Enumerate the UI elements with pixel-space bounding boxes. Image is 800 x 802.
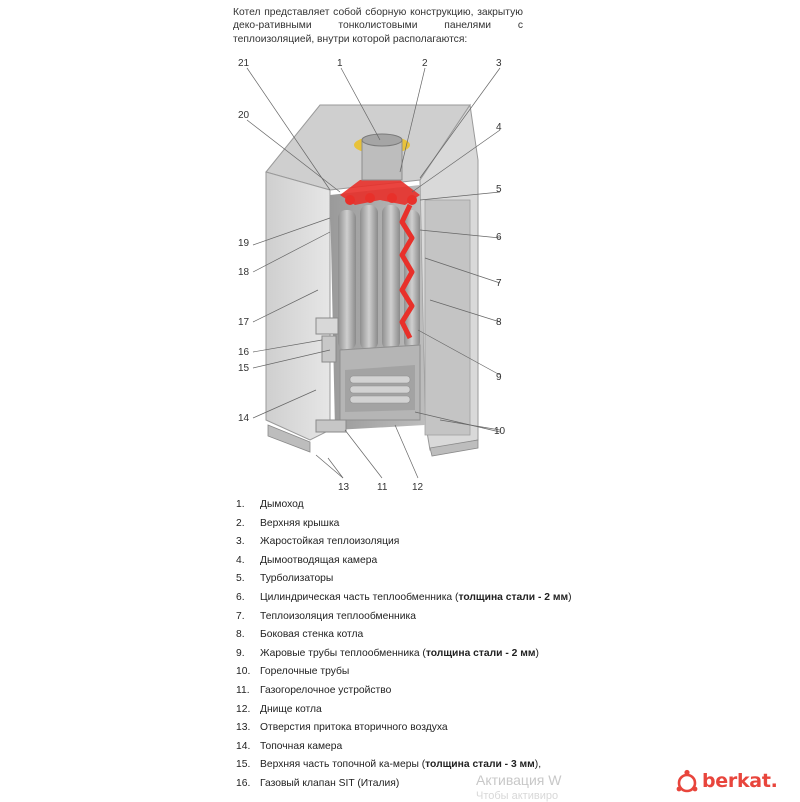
legend-item: 9. Жаровые трубы теплообменника (толщина …: [236, 645, 636, 664]
callout-7: 7: [496, 278, 502, 289]
heat-exchanger-tubes: [338, 205, 420, 350]
legend-number: 9.: [236, 647, 245, 659]
legend-item: 10. Горелочные трубы: [236, 663, 636, 682]
brand-logo: berkat.: [676, 766, 778, 796]
legend-item: 4. Дымоотводящая камера: [236, 552, 636, 571]
callout-17: 17: [238, 317, 250, 328]
legend-number: 10.: [236, 666, 251, 678]
exchanger-tube: [382, 205, 400, 350]
legend-number: 2.: [236, 517, 245, 529]
leader-lines: [246, 67, 501, 479]
legend-number: 8.: [236, 629, 245, 641]
legend-text: Горелочные трубы: [260, 666, 350, 678]
legend-text: Топочная камера: [260, 740, 343, 752]
boiler-diagram: 21 1 2 3 20 4 5 19 6 18 7 17 8 16 15 9 1…: [238, 58, 506, 493]
callout-3: 3: [496, 58, 502, 69]
exchanger-tube: [360, 205, 378, 350]
gas-valve: [315, 317, 347, 433]
legend-number: 12.: [236, 703, 251, 715]
legend-item: 14. Топочная камера: [236, 738, 636, 757]
legend-text: Цилиндрическая часть теплообменника (: [260, 591, 459, 603]
callout-8: 8: [496, 317, 502, 328]
callout-9: 9: [496, 372, 502, 383]
activation-watermark: Активация W: [476, 772, 562, 788]
legend-text: Боковая стенка котла: [260, 629, 364, 641]
legend-text: Жаровые трубы теплообменника (: [260, 647, 426, 659]
legend-text: Отверстия притока вторичного воздуха: [260, 722, 448, 734]
legend-number: 5.: [236, 573, 245, 585]
legend-number: 3.: [236, 536, 245, 548]
left-side-panel: [265, 171, 331, 441]
callout-16: 16: [238, 347, 250, 358]
legend-text: Верхняя крышка: [260, 517, 340, 529]
legend-suffix: ): [568, 591, 572, 603]
parts-legend: 1. Дымоход 2. Верхняя крышка 3. Жаростойкая т…: [236, 496, 636, 794]
legend-item: 16. Газовый клапан SIT (Италия): [236, 775, 636, 794]
callout-15: 15: [238, 363, 250, 374]
callout-4: 4: [496, 122, 502, 133]
legend-text: Верхняя часть топочной ка-меры (: [260, 759, 426, 771]
legend-suffix: ),: [534, 759, 542, 771]
legend-item: 5. Турболизаторы: [236, 570, 636, 589]
legend-text: Жаростойкая теплоизоляция: [260, 536, 400, 548]
right-side-panel: [419, 103, 479, 451]
callout-labels: 21 1 2 3 20 4 5 19 6 18 7 17 8 16 15 9 1…: [238, 58, 506, 493]
legend-item: 3. Жаростойкая теплоизоляция: [236, 533, 636, 552]
legend-item: 1. Дымоход: [236, 496, 636, 515]
legend-text: Газовый клапан SIT (Италия): [260, 777, 400, 789]
legend-item: 2. Верхняя крышка: [236, 515, 636, 534]
callout-11: 11: [377, 482, 388, 493]
legend-number: 16.: [236, 777, 251, 789]
legend-item: 11. Газогорелочное устройство: [236, 682, 636, 701]
callout-13: 13: [338, 482, 350, 493]
legend-bold-note: толщина стали - 2 мм: [458, 591, 569, 603]
flue-collector: [340, 178, 420, 205]
berkat-logo-icon: [676, 769, 698, 793]
turbulator-zigzag: [399, 203, 415, 340]
legend-number: 4.: [236, 554, 245, 566]
legend-text: Днище котла: [260, 703, 322, 715]
boiler-base: [267, 424, 479, 457]
legend-number: 13.: [236, 722, 251, 734]
callout-19: 19: [238, 238, 250, 249]
burner-tubes: [349, 375, 411, 404]
callout-21: 21: [238, 58, 250, 69]
legend-number: 15.: [236, 759, 251, 771]
legend-number: 11.: [236, 684, 250, 696]
legend-bold-note: толщина стали - 3 мм: [425, 759, 535, 771]
legend-number: 1.: [236, 499, 245, 510]
callout-10: 10: [494, 426, 506, 437]
legend-item: 13. Отверстия притока вторичного воздуха: [236, 719, 636, 738]
legend-bold-note: толщина стали - 2 мм: [425, 647, 536, 659]
legend-number: 7.: [236, 610, 245, 622]
callout-1: 1: [337, 58, 343, 69]
callout-12: 12: [412, 482, 424, 493]
callout-2: 2: [422, 58, 428, 69]
legend-text: Дымоход: [260, 499, 304, 510]
legend-text: Турболизаторы: [260, 573, 334, 585]
callout-5: 5: [496, 184, 502, 195]
legend-item: 15. Верхняя часть топочной ка-меры (толщи…: [236, 756, 636, 775]
legend-item: 12. Днище котла: [236, 701, 636, 720]
legend-item: 7. Теплоизоляция теплообменника: [236, 608, 636, 627]
legend-text: Газогорелочное устройство: [260, 684, 392, 696]
legend-text: Теплоизоляция теплообменника: [260, 610, 416, 622]
activation-watermark-sub: Чтобы активиро: [476, 790, 559, 802]
legend-number: 6.: [236, 591, 245, 603]
legend-number: 14.: [236, 740, 251, 752]
legend-suffix: ): [535, 647, 539, 659]
exchanger-tube: [338, 210, 356, 350]
callout-14: 14: [238, 413, 250, 424]
legend-item: 8. Боковая стенка котла: [236, 626, 636, 645]
intro-paragraph: Котел представляет собой сборную констру…: [233, 7, 523, 45]
callout-20: 20: [238, 110, 250, 121]
callout-18: 18: [238, 267, 250, 278]
legend-item: 6. Цилиндрическая часть теплообменника (т…: [236, 589, 636, 608]
chimney: [354, 133, 410, 181]
callout-6: 6: [496, 232, 502, 243]
legend-text: Дымоотводящая камера: [260, 554, 378, 566]
brand-name: berkat.: [702, 770, 778, 792]
